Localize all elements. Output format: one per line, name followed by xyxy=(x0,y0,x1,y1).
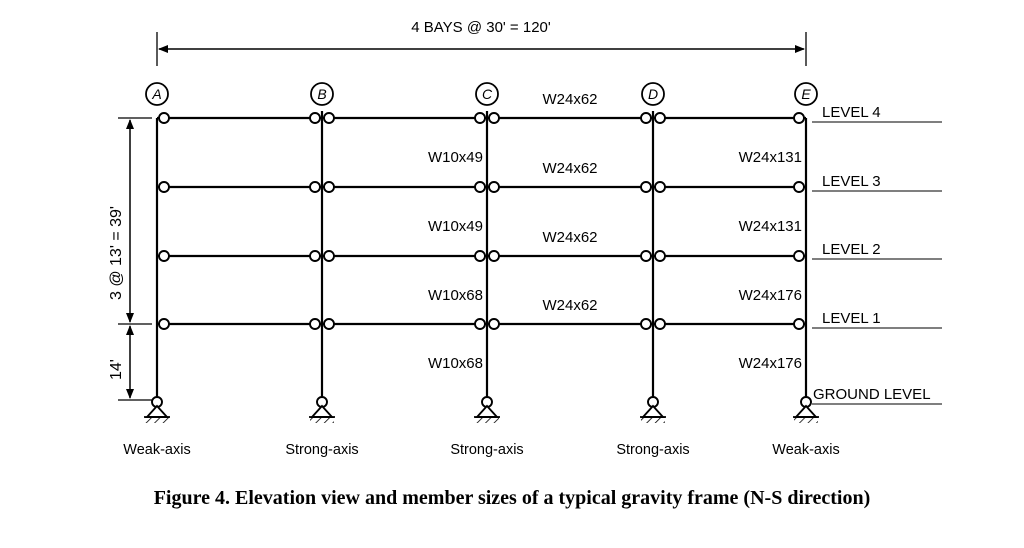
column-label-exterior-story4: W24x131 xyxy=(738,149,802,166)
column-label-interior-story3: W10x49 xyxy=(427,218,483,235)
grid-bubbles xyxy=(145,82,818,106)
column-label-exterior-story2: W24x176 xyxy=(738,287,802,304)
beam-label-level1: W24x62 xyxy=(542,297,598,314)
gridline-label-e: E xyxy=(801,86,811,102)
beam-connection-hinges xyxy=(158,112,805,330)
column-label-interior-story2: W10x68 xyxy=(427,287,483,304)
column-label-exterior-story3: W24x131 xyxy=(738,218,802,235)
first-story-dimension-label: 14' xyxy=(108,359,125,380)
left-dimension-first-story xyxy=(118,325,152,401)
column-label-exterior-story1: W24x176 xyxy=(738,355,802,372)
gridline-label-a: A xyxy=(152,86,162,102)
beam-label-level4: W24x62 xyxy=(542,91,598,108)
base-note-c: Strong-axis xyxy=(450,442,524,458)
gridline-label-d: D xyxy=(647,86,659,102)
beam-label-level2: W24x62 xyxy=(542,229,598,246)
base-note-a: Weak-axis xyxy=(123,442,191,458)
base-note-d: Strong-axis xyxy=(616,442,690,458)
upper-stories-dimension-label: 3 @ 13' = 39' xyxy=(108,206,125,300)
level-reference-lines xyxy=(812,121,942,405)
figure-caption: Figure 4. Elevation view and member size… xyxy=(153,487,871,509)
left-dimension-upper xyxy=(118,117,152,325)
base-note-e: Weak-axis xyxy=(772,442,840,458)
top-dimension-label: 4 BAYS @ 30' = 120' xyxy=(411,19,551,36)
base-note-b: Strong-axis xyxy=(285,442,359,458)
column-label-interior-story1: W10x68 xyxy=(427,355,483,372)
level-label-1: LEVEL 1 xyxy=(822,310,881,327)
level-label-3: LEVEL 3 xyxy=(822,173,881,190)
level-label-2: LEVEL 2 xyxy=(822,241,881,258)
pinned-support-d xyxy=(640,396,666,423)
pinned-supports xyxy=(144,396,819,423)
beam-label-level3: W24x62 xyxy=(542,160,598,177)
pinned-support-e xyxy=(793,396,819,423)
pinned-support-a xyxy=(144,396,170,423)
pinned-support-b xyxy=(309,396,335,423)
level-label-ground: GROUND LEVEL xyxy=(813,386,931,403)
gridline-label-c: C xyxy=(481,86,493,102)
pinned-support-c xyxy=(474,396,500,423)
top-dimension-line xyxy=(156,32,807,66)
column-label-interior-story4: W10x49 xyxy=(427,149,483,166)
gridline-label-b: B xyxy=(317,86,327,102)
level-label-4: LEVEL 4 xyxy=(822,104,881,121)
